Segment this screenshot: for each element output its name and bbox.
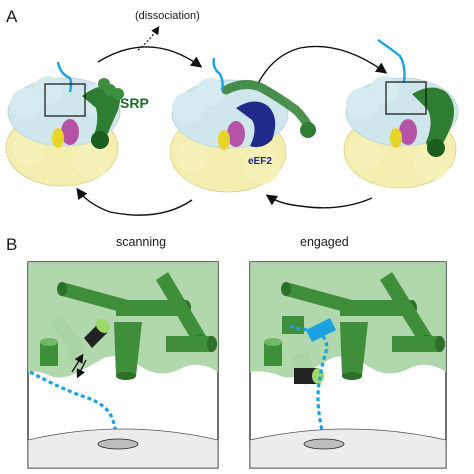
engaged-panel xyxy=(249,261,447,469)
srp-label: SRP xyxy=(120,95,149,111)
translocon-left xyxy=(97,438,139,450)
ribosome-left xyxy=(5,61,124,187)
signal-sequence-cylinder-right xyxy=(294,318,336,384)
dissociation-label: (dissociation) xyxy=(135,10,200,22)
ribosome-right xyxy=(343,39,459,189)
helix-cylinders-left xyxy=(40,272,217,380)
scanning-label: scanning xyxy=(116,235,166,249)
arrow-center-to-left-bottom xyxy=(76,187,193,216)
arrow-right-to-center-bottom xyxy=(265,194,373,209)
nascent-chain-right xyxy=(289,324,329,457)
nascent-chain-left xyxy=(29,370,120,457)
membrane-right xyxy=(249,428,447,469)
arrow-center-to-right-top xyxy=(254,45,388,91)
ribosome-center xyxy=(169,57,316,193)
arrow-to-center-top xyxy=(97,46,203,68)
signal-sequence-cylinder-left xyxy=(84,318,111,348)
translocon-right xyxy=(303,438,345,450)
engaged-label: engaged xyxy=(300,235,349,249)
panel-a-letter: A xyxy=(6,7,18,26)
eef2-label: eEF2 xyxy=(248,156,272,167)
scanning-panel xyxy=(27,261,219,469)
equilibrium-arrows xyxy=(71,353,87,379)
helix-cylinders-right xyxy=(264,272,445,380)
panel-b-letter: B xyxy=(6,235,17,254)
